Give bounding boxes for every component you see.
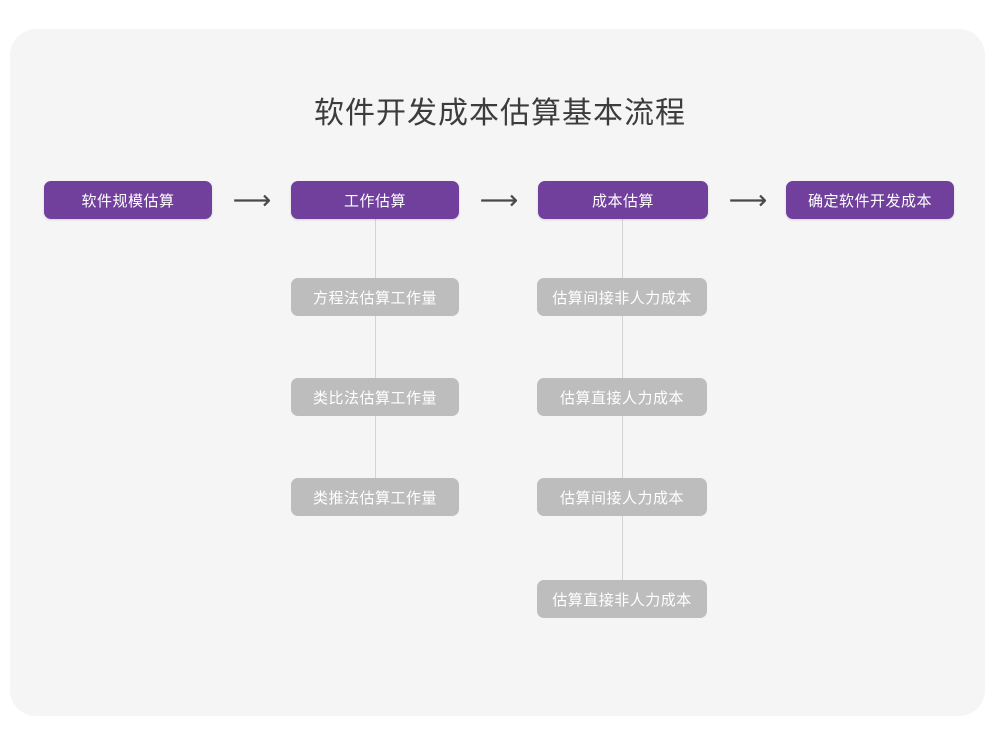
connector-line-cost-1: [622, 219, 623, 278]
connector-line-cost-3: [622, 416, 623, 478]
page-title: 软件开发成本估算基本流程: [314, 97, 686, 130]
branch-node-indirect-nonlabor-cost[interactable]: 估算间接非人力成本: [537, 278, 707, 316]
right-arrow-icon-3: ⟶: [728, 185, 768, 215]
flow-node-work-estimation[interactable]: 工作估算: [291, 181, 459, 219]
connector-line-effort-1: [375, 219, 376, 278]
flow-node-cost-estimation[interactable]: 成本估算: [538, 181, 708, 219]
branch-node-inference-method-effort[interactable]: 类推法估算工作量: [291, 478, 459, 516]
diagram-card-background: [10, 29, 985, 716]
connector-line-cost-2: [622, 316, 623, 378]
branch-node-direct-nonlabor-cost[interactable]: 估算直接非人力成本: [537, 580, 707, 618]
flow-node-determine-development-cost[interactable]: 确定软件开发成本: [786, 181, 954, 219]
flow-node-software-scale-estimation[interactable]: 软件规模估算: [44, 181, 212, 219]
connector-line-effort-2: [375, 316, 376, 378]
right-arrow-icon-1: ⟶: [232, 185, 272, 215]
right-arrow-icon-2: ⟶: [479, 185, 519, 215]
connector-line-cost-4: [622, 516, 623, 580]
branch-node-analogy-method-effort[interactable]: 类比法估算工作量: [291, 378, 459, 416]
branch-node-direct-labor-cost[interactable]: 估算直接人力成本: [537, 378, 707, 416]
branch-node-indirect-labor-cost[interactable]: 估算间接人力成本: [537, 478, 707, 516]
branch-node-equation-method-effort[interactable]: 方程法估算工作量: [291, 278, 459, 316]
connector-line-effort-3: [375, 416, 376, 478]
